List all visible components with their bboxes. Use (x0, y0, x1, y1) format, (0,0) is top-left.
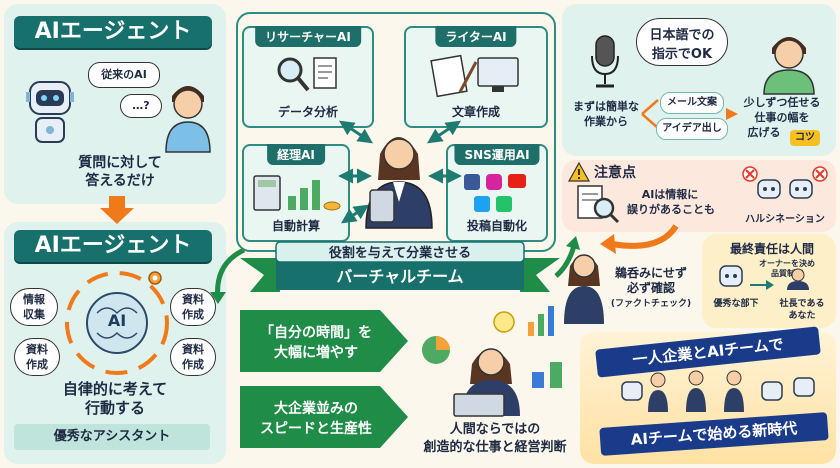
owner-note-line1: オーナーを決め (759, 259, 815, 268)
card-researcher-title: リサーチャーAI (255, 26, 361, 47)
boss-line2: あなた (788, 311, 816, 321)
card-writer-title: ライターAI (435, 26, 517, 47)
doc-magnifier-icon (577, 185, 620, 224)
task-doc-create-tr: 資料 作成 (170, 288, 216, 326)
creative-woman-laptop-icon (422, 306, 562, 417)
branch-arrows-icon (641, 99, 659, 129)
start-simple-line2: 作業から (584, 115, 628, 128)
tip-badge: コツ (790, 130, 820, 146)
grow-line3: 広げる (747, 126, 781, 139)
boss-line1: 社長である (779, 299, 825, 309)
check-line1: 鵜呑みにせず (614, 266, 687, 280)
owner-note-line2: 品質制御 (771, 269, 803, 278)
benefit-arrow-1 (240, 310, 408, 372)
calculator-chart-icon (253, 175, 341, 211)
social-icons (464, 174, 526, 212)
magnifier-icon (277, 57, 337, 92)
human-work-line1: 人間ならではの (449, 422, 541, 437)
check-line2: 必ず確認 (626, 281, 675, 295)
link-arrows-icon (338, 120, 462, 224)
old-ai-robot-icon (26, 81, 74, 143)
card-writer-label: 文章作成 (451, 105, 500, 119)
card-accounting-title: 経理AI (267, 144, 325, 165)
warning-icon (567, 161, 591, 182)
ai-agent-banner-top: AIエージェント (14, 16, 212, 48)
error-line1: AIは情報に (641, 188, 699, 201)
benefit1-line2: 大幅に増やす (274, 345, 358, 361)
gear-icon (148, 271, 162, 285)
assistant-label: 優秀なアシスタント (14, 424, 210, 450)
autonomous-line2: 行動する (84, 399, 145, 417)
brain-ai-label: AI (107, 311, 127, 330)
benefit-arrow-2 (240, 386, 408, 448)
curve-arrow-left-icon (210, 247, 246, 304)
benefit2-line1: 大企業並みの (274, 401, 358, 417)
old-ai-bubble: 従来のAI (88, 62, 160, 88)
task-doc-create-br: 資料 作成 (170, 338, 216, 376)
team-people-robots-icon (621, 370, 815, 412)
hallucination-robots-icon (742, 166, 828, 199)
cycle-arrows-icon (65, 271, 169, 375)
card-accounting: 経理AI 自動計算 (242, 144, 350, 242)
card-researcher: リサーチャーAI データ分析 (242, 26, 374, 128)
down-arrow-icon (100, 196, 134, 224)
hallucination-label: ハルシネーション (745, 214, 825, 225)
microphone-icon (591, 35, 619, 88)
benefit1-line1: 「自分の時間」を (260, 325, 372, 341)
responsibility-title: 最終責任は人間 (729, 242, 814, 256)
person-icon (165, 86, 211, 153)
question-bubble: …? (120, 94, 162, 118)
card-researcher-label: データ分析 (277, 105, 338, 119)
grow-line1: 少しずつ任せる (743, 96, 821, 109)
writing-icon (430, 54, 519, 98)
autonomous-line1: 自律的に考えて (62, 380, 168, 398)
task-info-collect: 情報 収集 (10, 288, 58, 326)
ribbon-bottom-text: バーチャルチーム (336, 267, 464, 286)
boss-icon (787, 268, 809, 290)
card-writer: ライターAI 文章作成 (404, 26, 548, 128)
instruction-bubble-line1: 日本語での (649, 28, 715, 43)
task-doc-create-bl: 資料 作成 (14, 338, 60, 376)
ribbon-shape (240, 241, 560, 292)
subordinate-robot-icon (719, 265, 743, 287)
check-line3: (ファクトチェック) (610, 299, 692, 309)
instruction-bubble: 日本語での 指示でOK (636, 18, 728, 66)
benefit2-line2: スピードと生産性 (260, 421, 372, 437)
human-work-line2: 創造的な仕事と経営判断 (423, 440, 567, 455)
team-leader-woman-icon (365, 137, 433, 229)
curve-arrow-right-icon (554, 236, 580, 278)
instruction-bubble-line2: 指示でOK (651, 47, 713, 62)
pill-mail-draft: メール文案 (660, 92, 724, 114)
start-simple-line1: まずは簡単な (573, 100, 639, 113)
card-accounting-label: 自動計算 (271, 219, 320, 233)
pill-idea: アイデア出し (656, 118, 728, 140)
card-sns-label: 投稿自動化 (466, 219, 527, 233)
arrow-to-boss-icon (750, 280, 774, 290)
old-ai-caption-line2: 答えるだけ (85, 173, 155, 189)
pointing-woman-icon (564, 254, 604, 324)
curved-orange-arrow-icon (600, 224, 679, 254)
right-arrow-icon (726, 108, 738, 120)
old-ai-caption-line1: 質問に対して (78, 155, 162, 171)
subordinate-label: 優秀な部下 (713, 299, 759, 309)
ribbon-top-text: 役割を与えて分業させる (328, 246, 472, 261)
grow-line2: 仕事の幅を (754, 111, 810, 124)
ai-agent-banner-bottom: AIエージェント (14, 230, 212, 262)
caution-panel (562, 160, 836, 232)
caution-title: 注意点 (594, 165, 636, 181)
instruction-person-icon (763, 37, 815, 95)
card-sns: SNS運用AI 投稿自動化 (446, 144, 548, 242)
card-sns-title: SNS運用AI (454, 144, 540, 165)
error-line2: 誤りがあることも (627, 203, 715, 216)
